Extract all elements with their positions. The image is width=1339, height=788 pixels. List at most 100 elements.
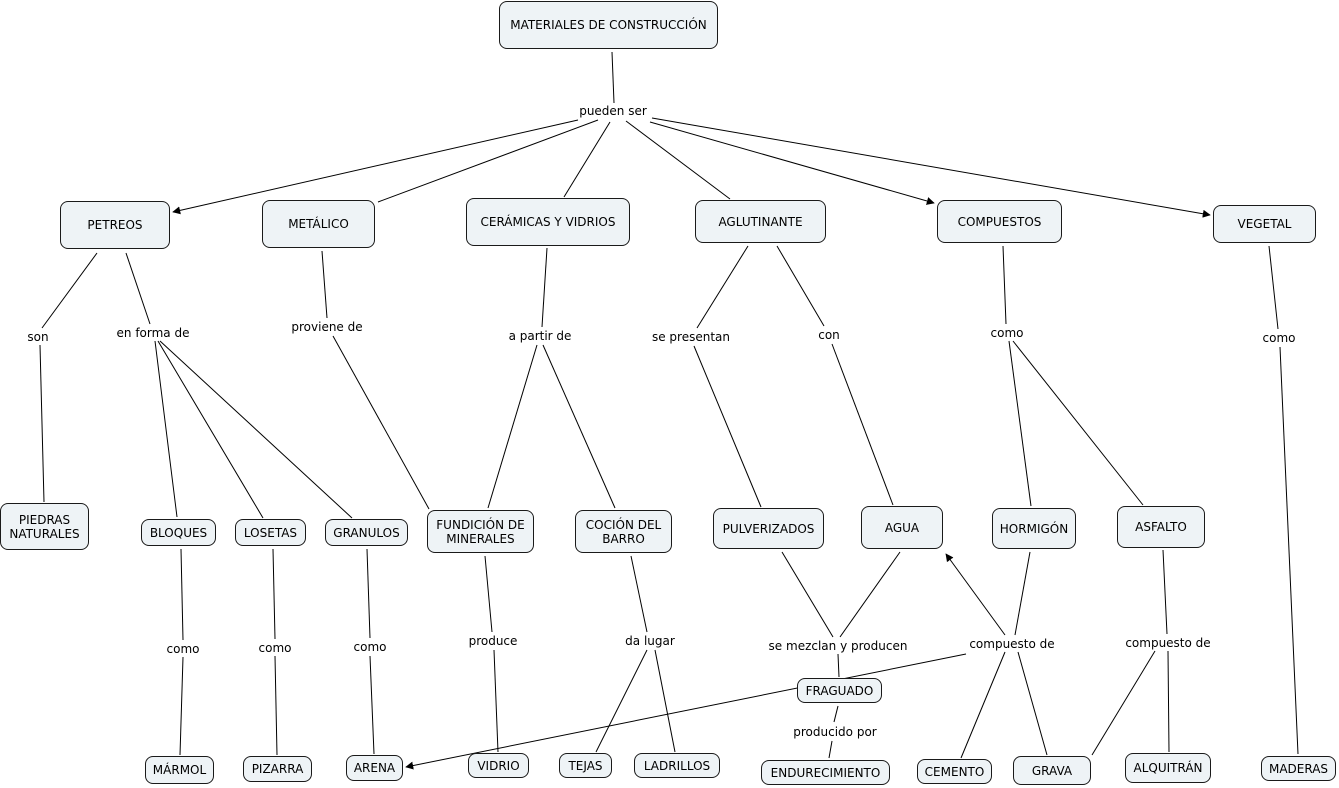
arrow-connector (649, 121, 935, 205)
concept-piedras-naturales[interactable]: PIEDRAS NATURALES (0, 503, 89, 550)
line-connector (157, 340, 264, 519)
concept-maderas[interactable]: MADERAS (1261, 756, 1336, 781)
concept-fraguado[interactable]: FRAGUADO (797, 678, 882, 703)
line-connector (366, 548, 371, 639)
line-connector (693, 345, 762, 508)
arrow-connector (945, 553, 1006, 636)
link-produce: produce (466, 634, 520, 648)
link-en-forma-de: en forma de (114, 326, 192, 340)
concept-aglutinante[interactable]: AGLUTINANTE (695, 200, 826, 243)
line-connector (563, 121, 611, 198)
link-como-losetas: como (256, 641, 294, 655)
concept-ceramicas[interactable]: CERÁMICAS Y VIDRIOS (466, 198, 630, 246)
link-con: con (816, 328, 842, 342)
concept-vegetal[interactable]: VEGETAL (1213, 205, 1316, 243)
link-como-bloques: como (164, 642, 202, 656)
line-connector (154, 340, 178, 518)
concept-ladrillos[interactable]: LADRILLOS (634, 753, 720, 778)
concept-marmol[interactable]: MÁRMOL (145, 756, 214, 784)
line-connector (630, 555, 648, 633)
line-connector (274, 655, 278, 756)
concept-cemento[interactable]: CEMENTO (917, 759, 992, 784)
line-connector (487, 344, 538, 509)
line-connector (541, 247, 548, 328)
line-connector (1008, 340, 1032, 507)
concept-materiales[interactable]: MATERIALES DE CONSTRUCCIÓN (499, 1, 718, 49)
line-connector (484, 555, 493, 633)
concept-compuestos[interactable]: COMPUESTOS (937, 200, 1062, 243)
concept-pizarra[interactable]: PIZARRA (243, 756, 312, 782)
concept-grava[interactable]: GRAVA (1013, 756, 1091, 785)
line-connector (781, 551, 834, 638)
concept-tejas[interactable]: TEJAS (559, 753, 612, 778)
link-como-vegetal: como (1260, 331, 1298, 345)
line-connector (960, 651, 1006, 759)
line-connector (839, 551, 901, 638)
concept-asfalto[interactable]: ASFALTO (1117, 506, 1205, 548)
concept-hormigon[interactable]: HORMIGÓN (992, 508, 1076, 549)
arrow-connector (172, 119, 579, 215)
line-connector (1017, 651, 1048, 756)
line-connector (1012, 340, 1144, 506)
line-connector (833, 705, 839, 723)
link-son: son (25, 330, 51, 344)
line-connector (828, 740, 833, 759)
line-connector (837, 653, 840, 678)
line-connector (696, 245, 749, 329)
line-connector (1091, 650, 1156, 756)
arrow-connector (651, 117, 1211, 218)
concept-pulverizados[interactable]: PULVERIZADOS (713, 508, 824, 549)
line-connector (39, 344, 45, 503)
concept-endurecimiento[interactable]: ENDURECIMIENTO (761, 760, 890, 785)
line-connector (369, 655, 375, 755)
concept-metalico[interactable]: METÁLICO (262, 200, 375, 248)
concept-fundicion[interactable]: FUNDICIÓN DE MINERALES (427, 510, 534, 553)
concept-losetas[interactable]: LOSETAS (235, 519, 306, 546)
concept-petreos[interactable]: PETREOS (60, 201, 170, 249)
link-compuesto-de-asfalto: compuesto de (1123, 636, 1213, 650)
line-connector (1167, 650, 1170, 753)
link-da-lugar: da lugar (623, 634, 677, 648)
line-connector (179, 656, 184, 756)
concept-cocion[interactable]: COCIÓN DEL BARRO (575, 510, 672, 553)
link-producido-por: producido por (791, 725, 879, 739)
arrow-connector (405, 653, 967, 770)
line-connector (611, 51, 615, 104)
line-connector (272, 548, 276, 640)
line-connector (159, 340, 353, 519)
link-compuesto-de-hormigon: compuesto de (967, 637, 1057, 651)
concept-arena[interactable]: ARENA (346, 755, 403, 781)
line-connector (1268, 245, 1279, 330)
line-connector (654, 649, 676, 753)
link-como-granulos: como (351, 640, 389, 654)
concept-agua[interactable]: AGUA (861, 506, 943, 549)
line-connector (493, 649, 499, 753)
line-connector (542, 344, 616, 509)
concept-granulos[interactable]: GRANULOS (325, 519, 408, 546)
line-connector (1279, 346, 1299, 755)
concept-bloques[interactable]: BLOQUES (141, 519, 216, 546)
link-proviene-de: proviene de (289, 320, 365, 334)
line-connector (776, 245, 825, 327)
line-connector (1162, 549, 1168, 635)
link-como-compuestos: como (988, 326, 1026, 340)
line-connector (1002, 245, 1007, 325)
line-connector (831, 343, 894, 506)
link-se-presentan: se presentan (649, 330, 733, 344)
line-connector (125, 252, 151, 325)
link-se-mezclan: se mezclan y producen (766, 639, 910, 653)
link-a-partir-de: a partir de (506, 329, 574, 343)
concept-alquitran[interactable]: ALQUITRÁN (1125, 753, 1211, 783)
concept-vidrio[interactable]: VIDRIO (468, 753, 529, 778)
line-connector (1014, 551, 1031, 636)
link-pueden-ser: pueden ser (577, 104, 649, 118)
line-connector (377, 119, 599, 203)
line-connector (595, 649, 648, 753)
line-connector (41, 252, 98, 329)
line-connector (625, 120, 731, 200)
line-connector (321, 250, 328, 319)
line-connector (332, 335, 430, 510)
line-connector (180, 548, 184, 641)
